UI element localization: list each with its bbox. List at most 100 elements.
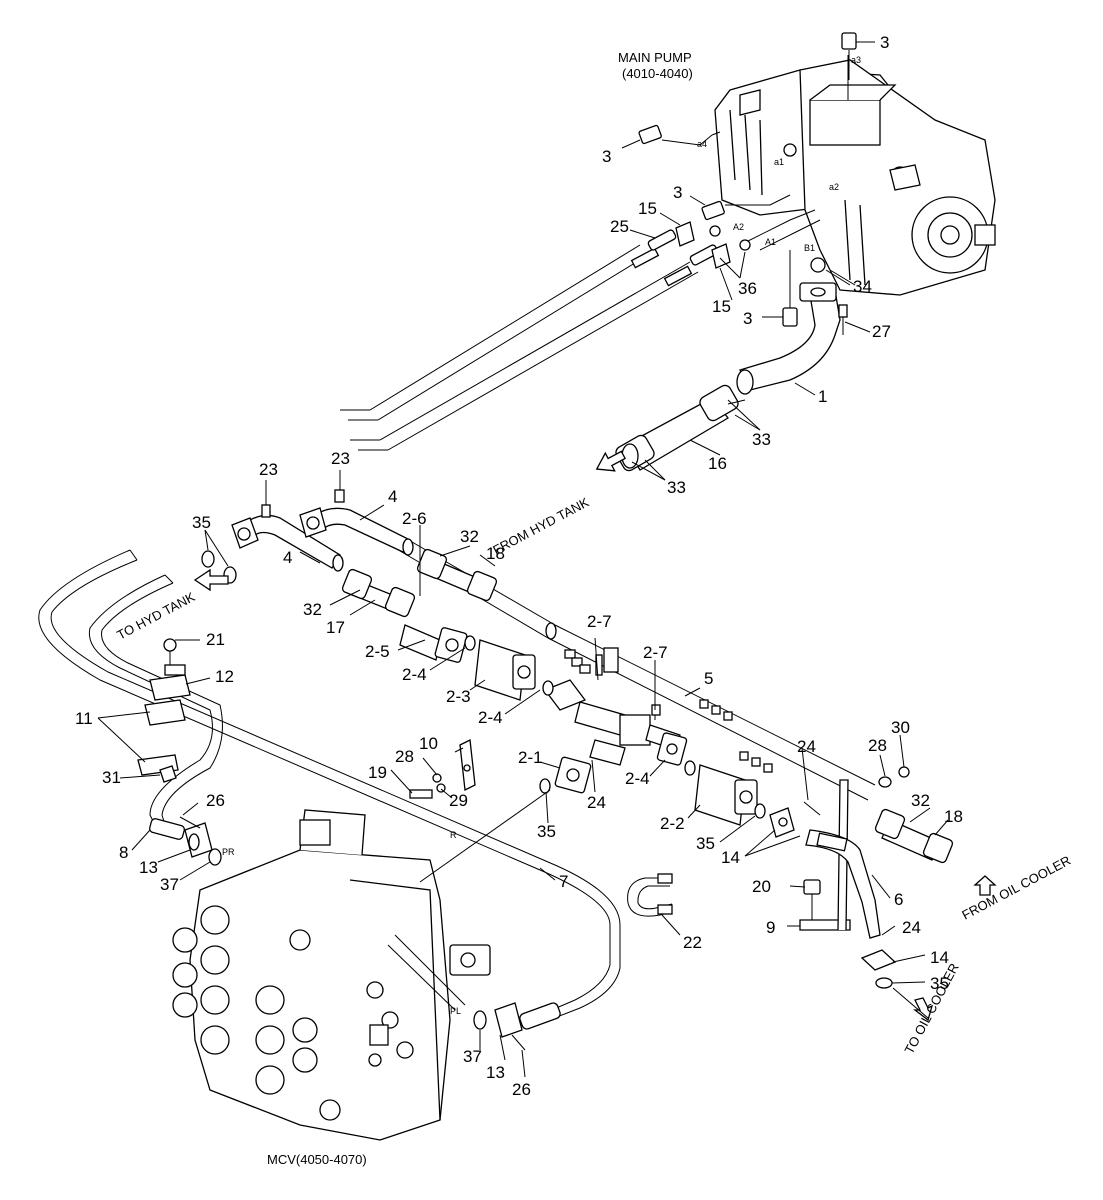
from-hyd-tank-caption: FROM HYD TANK	[490, 494, 591, 557]
callout-label: 27	[872, 322, 891, 341]
callout-label: 3	[743, 309, 752, 328]
callout-label: 37	[463, 1047, 482, 1066]
callout-label: 16	[708, 454, 727, 473]
callout-label: 23	[259, 460, 278, 479]
main-pump	[714, 59, 996, 296]
callout-label: 13	[486, 1063, 505, 1082]
callout-label: 9	[766, 918, 775, 937]
hose-6	[754, 803, 897, 989]
callout-label: 22	[683, 933, 702, 952]
block-2-2	[694, 764, 758, 826]
flange-15-upper	[675, 221, 751, 269]
callout-label: 23	[331, 449, 350, 468]
callout-label: 24	[902, 918, 921, 937]
part-callouts: 3 3 3 3 15 25 15 36 34 27 1 33 16 33 23 …	[75, 33, 963, 1099]
callout-label: 29	[449, 791, 468, 810]
callout-label: 20	[752, 877, 771, 896]
block-2-3	[474, 639, 536, 701]
callout-label: 28	[395, 747, 414, 766]
callout-label: 2-7	[643, 643, 668, 662]
callout-label: 14	[721, 848, 740, 867]
callout-label: 34	[853, 277, 872, 296]
callout-label: 2-4	[478, 708, 503, 727]
callout-label: 2-5	[365, 642, 390, 661]
callout-label: 35	[696, 834, 715, 853]
callout-label: 26	[512, 1080, 531, 1099]
plug-3-mid	[689, 194, 791, 221]
callout-label: 3	[880, 33, 889, 52]
callout-label: 2-1	[518, 748, 543, 767]
callout-label: 1	[818, 387, 827, 406]
callout-label: 6	[894, 890, 903, 909]
callout-label: 35	[192, 513, 211, 532]
callout-label: 19	[368, 763, 387, 782]
callout-label: 8	[119, 843, 128, 862]
leader-lines	[97, 212, 949, 1078]
port-mark-R: R	[450, 830, 457, 840]
callout-label: 33	[667, 478, 686, 497]
port-mark-a3: a3	[851, 55, 861, 65]
callout-label: 4	[283, 548, 292, 567]
port-mark-PL: PL	[450, 1006, 461, 1016]
callout-label: 35	[537, 822, 556, 841]
callout-label: 35	[930, 974, 949, 993]
callout-label: 36	[738, 279, 757, 298]
plug-3-lower	[762, 250, 798, 327]
callout-label: 5	[704, 669, 713, 688]
callout-label: 2-6	[402, 509, 427, 528]
callout-label: 26	[206, 791, 225, 810]
callout-label: 2-4	[625, 769, 650, 788]
port-mark-a1: a1	[774, 157, 784, 167]
callout-label: 30	[891, 718, 910, 737]
callout-label: 32	[911, 791, 930, 810]
callout-label: 2-2	[660, 814, 685, 833]
callout-label: 12	[215, 667, 234, 686]
port-mark-A2: A2	[733, 222, 744, 232]
callout-label: 37	[160, 875, 179, 894]
hose-18-lower	[874, 808, 954, 864]
plug-3-left	[621, 124, 713, 149]
callout-label: 10	[419, 734, 438, 753]
suction-pipe-1	[736, 257, 871, 395]
callout-label: 33	[752, 430, 771, 449]
pipe-4	[231, 507, 414, 572]
callout-label: 2-7	[587, 612, 612, 631]
callout-label: 4	[388, 487, 397, 506]
callout-label: 14	[930, 948, 949, 967]
callout-label: 2-3	[446, 687, 471, 706]
from-oil-cooler-caption: FROM OIL COOLER	[959, 853, 1073, 923]
callout-label: 2-4	[402, 665, 427, 684]
port-mark-a2: a2	[829, 182, 839, 192]
callout-label: 11	[75, 709, 93, 728]
port-mark-A1: A1	[765, 237, 776, 247]
callout-label: 15	[638, 199, 657, 218]
plug-3-top	[841, 32, 875, 80]
callout-label: 3	[602, 147, 611, 166]
hose-22	[627, 873, 673, 917]
pilot-hoses	[340, 229, 719, 451]
callout-label: 21	[206, 630, 225, 649]
mcv-caption: MCV(4050-4070)	[267, 1152, 367, 1167]
tee-2-1	[539, 679, 696, 794]
to-hyd-tank-caption: TO HYD TANK	[114, 589, 197, 643]
callout-label: 31	[102, 768, 121, 787]
callout-label: 13	[139, 858, 158, 877]
callout-label: 17	[326, 618, 345, 637]
port-mark-a4: a4	[697, 139, 707, 149]
port-mark-B1: B1	[804, 243, 815, 253]
main-pump-caption-range: (4010-4040)	[622, 66, 693, 81]
callout-label: 25	[610, 217, 629, 236]
adapter-2-5	[399, 624, 476, 663]
pilot-pipes	[38, 549, 621, 1023]
main-pump-caption: MAIN PUMP	[618, 50, 692, 65]
callout-label: 32	[460, 527, 479, 546]
callout-label: 15	[712, 297, 731, 316]
callout-label: 24	[587, 793, 606, 812]
main-control-valve	[172, 789, 551, 1141]
hose-18-upper	[416, 548, 498, 602]
clamps-11-12	[137, 638, 191, 783]
callout-label: 18	[486, 544, 505, 563]
hose-17	[341, 568, 416, 618]
suction-hose-16	[615, 384, 746, 472]
